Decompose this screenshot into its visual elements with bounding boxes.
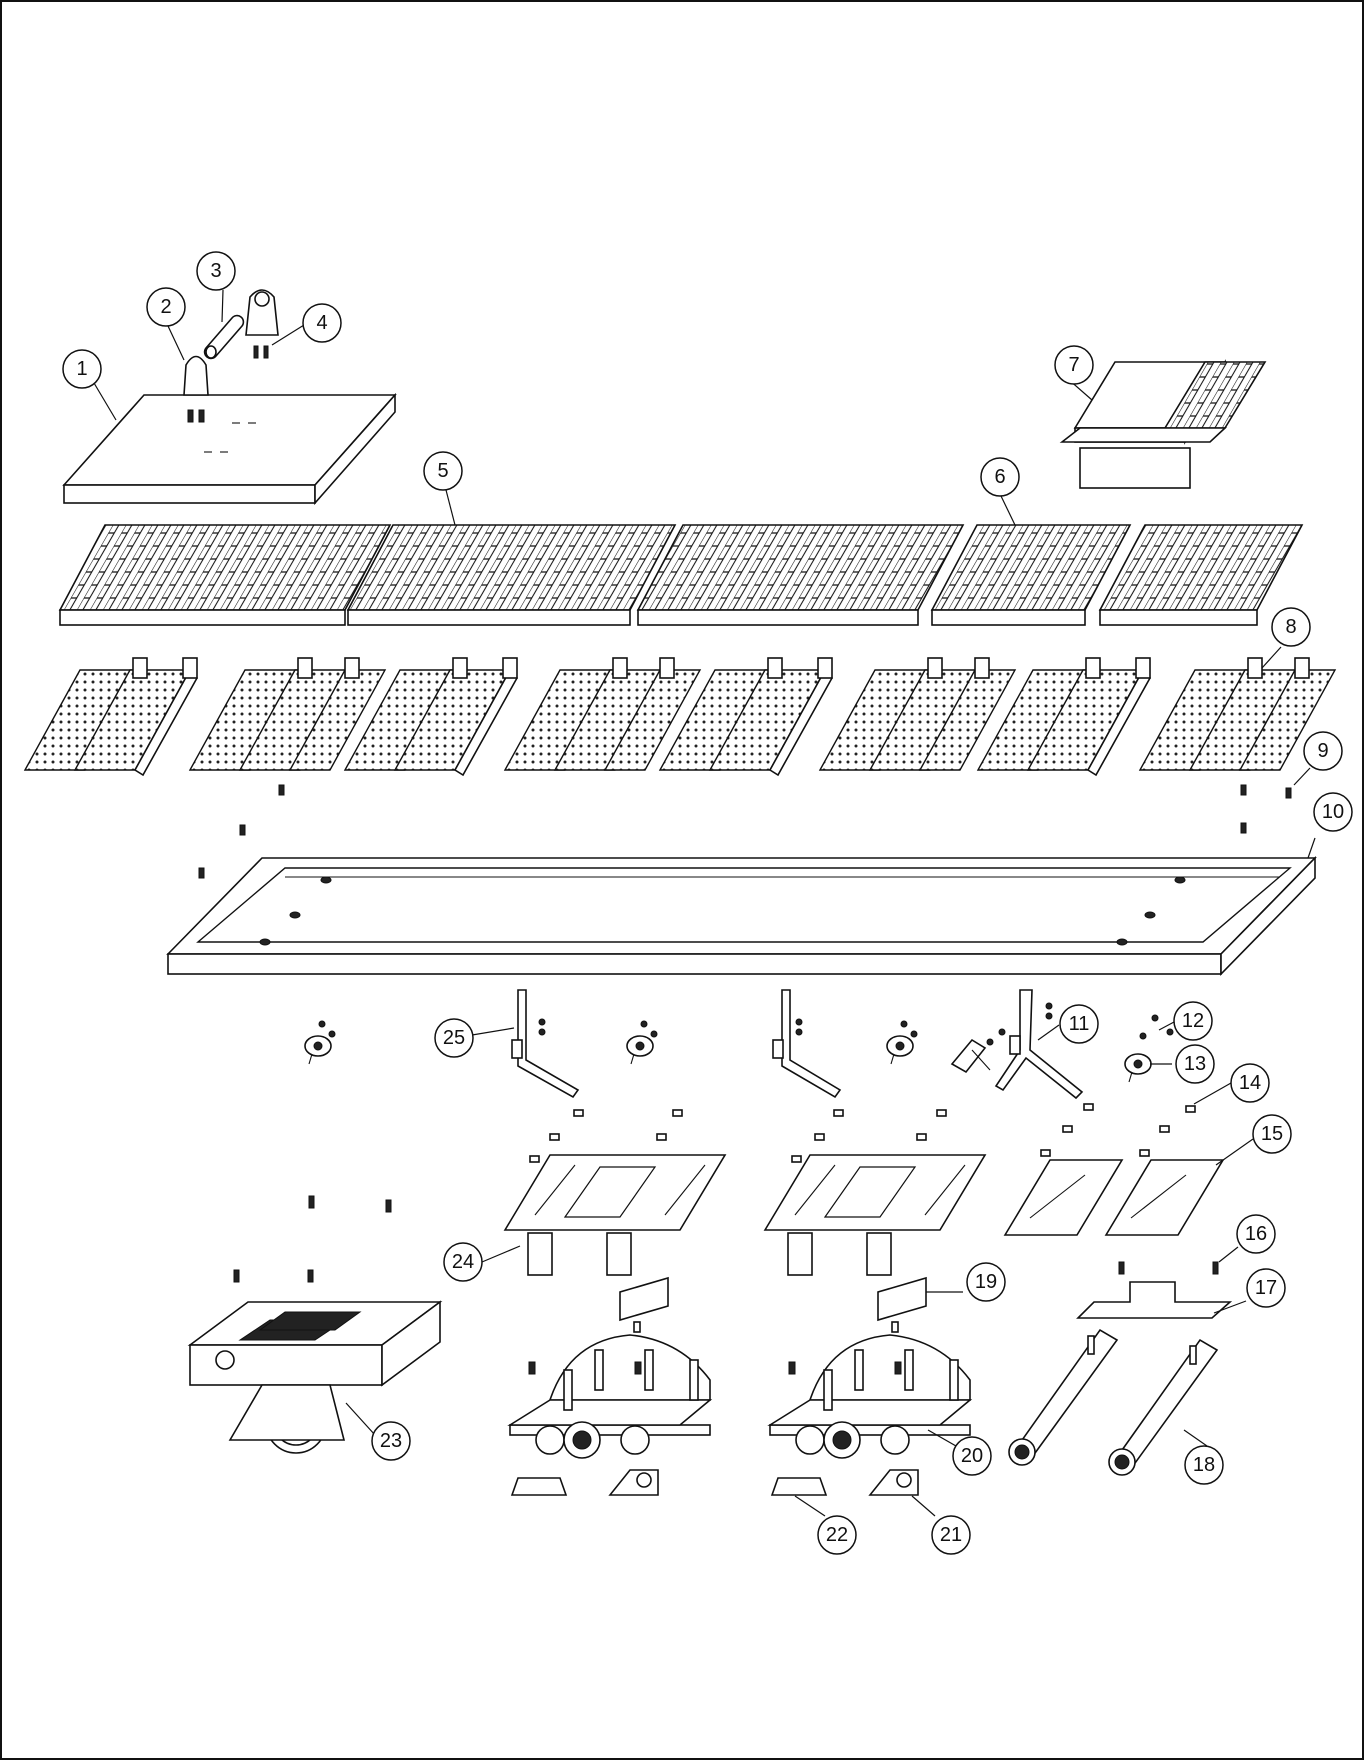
svg-text:19: 19 [975,1271,997,1293]
svg-text:24: 24 [452,1251,474,1273]
callout-4: 4 [302,303,342,343]
griddle-assembly [1059,359,1267,489]
cooking-grates [58,524,1304,626]
svg-text:14: 14 [1239,1072,1261,1094]
handle-bracket [245,289,279,359]
callout-11: 11 [1059,1004,1099,1044]
svg-text:11: 11 [1069,1013,1090,1035]
svg-text:22: 22 [826,1524,848,1546]
callout-19: 19 [966,1262,1006,1302]
griddle-bracket [183,355,209,423]
searing-module [187,1195,443,1454]
svg-text:16: 16 [1245,1223,1267,1245]
callout-24: 24 [443,1242,483,1282]
svg-text:13: 13 [1184,1053,1206,1075]
callout-bubbles: 1 2 3 4 5 6 7 8 9 10 11 12 13 14 15 16 1… [62,251,1353,1555]
svg-text:2: 2 [160,296,171,318]
svg-text:8: 8 [1285,616,1296,638]
callout-8: 8 [1271,607,1311,647]
svg-text:21: 21 [940,1524,962,1546]
svg-text:10: 10 [1322,801,1344,823]
callout-18: 18 [1184,1445,1224,1485]
svg-text:4: 4 [316,312,327,334]
svg-text:18: 18 [1193,1454,1215,1476]
svg-text:23: 23 [380,1430,402,1452]
callout-leaders [93,289,1316,1517]
griddle-plate [62,392,397,506]
svg-text:7: 7 [1068,354,1079,376]
callout-10: 10 [1313,792,1353,832]
clips [529,1103,1196,1163]
callout-6: 6 [980,457,1020,497]
narrow-deflectors [1003,1159,1225,1236]
svg-text:3: 3 [210,260,221,282]
burner-assemblies [507,1334,973,1459]
callout-13: 13 [1175,1044,1215,1084]
svg-text:20: 20 [961,1445,983,1467]
svg-text:6: 6 [994,466,1005,488]
svg-text:17: 17 [1255,1277,1277,1299]
callout-1: 1 [62,349,102,389]
callout-7: 7 [1054,345,1094,385]
heat-deflectors [503,1154,987,1276]
callout-20: 20 [952,1436,992,1476]
svg-text:15: 15 [1261,1123,1283,1145]
callout-9: 9 [1303,731,1343,771]
callout-22: 22 [817,1515,857,1555]
igniter [950,1028,1006,1074]
svg-text:12: 12 [1182,1010,1204,1032]
svg-text:25: 25 [443,1027,465,1049]
callout-25: 25 [434,1018,474,1058]
callout-23: 23 [371,1421,411,1461]
svg-text:1: 1 [76,358,87,380]
svg-text:5: 5 [437,460,448,482]
flame-tamers [23,657,1337,777]
gas-tubes [511,989,1084,1100]
callout-3: 3 [196,251,236,291]
burner-brackets [510,1469,919,1496]
callout-21: 21 [931,1515,971,1555]
callout-5: 5 [423,451,463,491]
frame-screws [198,784,1292,879]
side-burner-parts [1008,1261,1233,1476]
callout-15: 15 [1252,1114,1292,1154]
callout-16: 16 [1236,1214,1276,1254]
burner-frame [166,856,1317,976]
pin [203,314,245,360]
callout-17: 17 [1246,1268,1286,1308]
callout-2: 2 [146,287,186,327]
svg-text:9: 9 [1317,740,1328,762]
callout-14: 14 [1230,1063,1270,1103]
valve-fittings [304,1014,1174,1083]
callout-12: 12 [1173,1001,1213,1041]
crossover-brackets [619,1276,927,1333]
